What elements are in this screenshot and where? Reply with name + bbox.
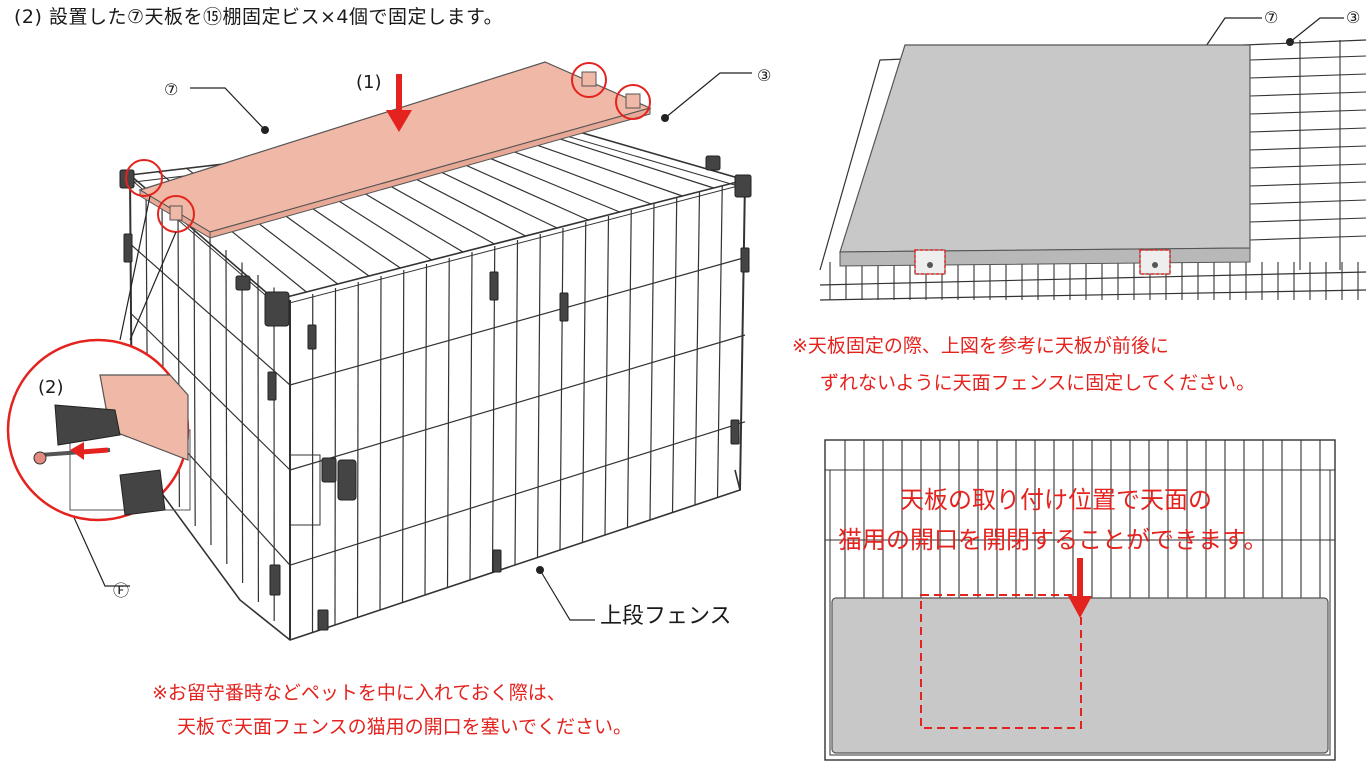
cage-clips — [119, 155, 752, 631]
step-1-label: (1) — [356, 72, 382, 93]
down-arrow-icon — [1068, 558, 1092, 618]
cat-opening-outline — [920, 594, 1082, 729]
part-f-label: Ⓕ — [113, 581, 130, 600]
caution-note-line: 天板で天面フェンスの猫用の開口を塞いでください。 — [177, 716, 633, 738]
step-2-label: (2) — [38, 377, 64, 398]
part-7-label: ⑦ — [164, 80, 179, 99]
bracket-markers — [914, 249, 1171, 275]
opening-note-line: 猫用の開口を開閉することができます。 — [838, 526, 1268, 554]
part-7-label: ⑦ — [1264, 8, 1279, 27]
opening-note-line: 天板の取り付け位置で天面の — [900, 486, 1212, 514]
fixing-point-markers — [125, 62, 651, 233]
magnified-detail — [6, 338, 191, 522]
caution-note-line: ずれないように天面フェンスに固定してください。 — [820, 372, 1256, 394]
caution-note-line: ※天板固定の際、上図を参考に天板が前後に — [792, 335, 1169, 357]
part-3-label: ③ — [757, 66, 772, 85]
part-3-label: ③ — [1346, 8, 1361, 27]
upper-fence-label: 上段フェンス — [600, 604, 732, 629]
top-board-gray — [839, 44, 1251, 253]
instruction-heading: (2) 設置した⑦天板を⑮棚固定ビス×4個で固定します。 — [14, 6, 504, 28]
caution-note-line: ※お留守番時などペットを中に入れておく際は、 — [152, 682, 566, 704]
down-arrow-icon — [386, 74, 412, 132]
